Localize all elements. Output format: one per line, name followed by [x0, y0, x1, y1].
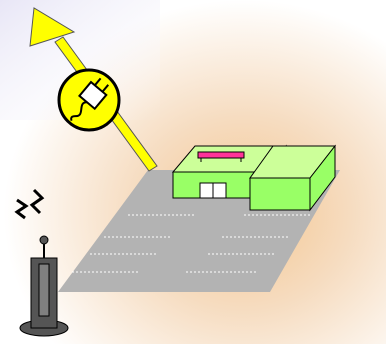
- annex-front: [250, 178, 310, 210]
- power-plug-icon: [59, 70, 119, 130]
- tower-panel: [39, 264, 49, 316]
- antenna-tip: [40, 236, 48, 244]
- building-sign: [198, 152, 244, 158]
